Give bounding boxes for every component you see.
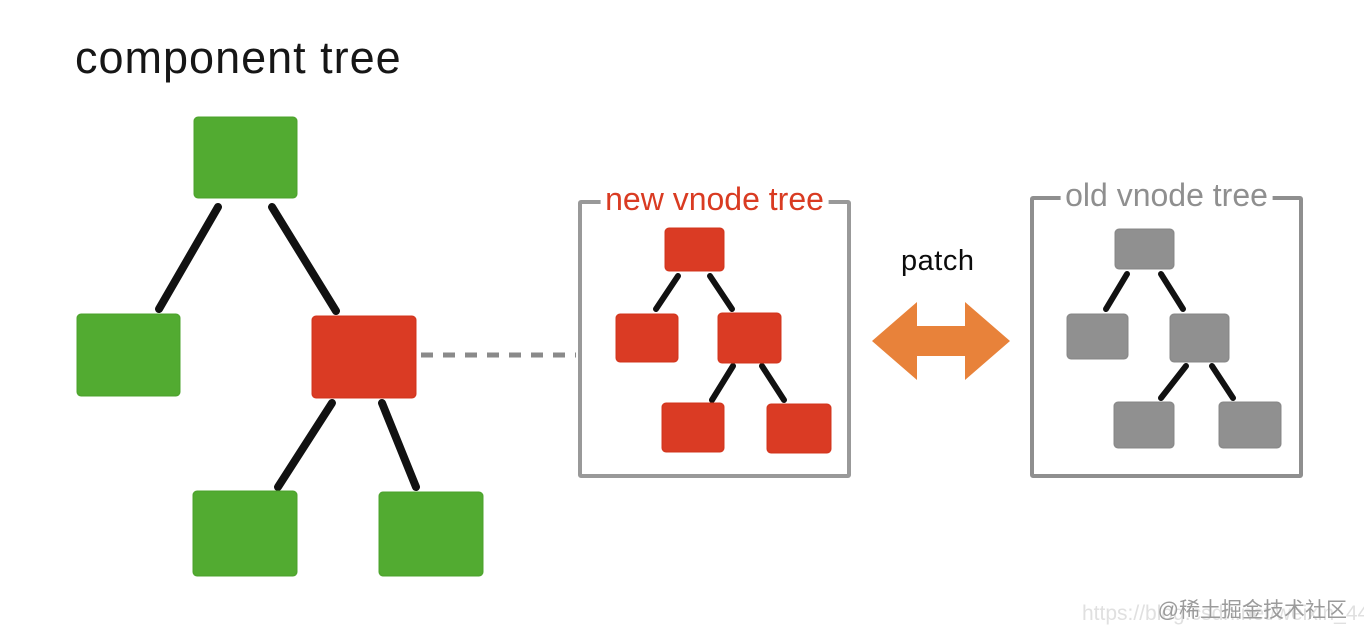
new-vnode-node-right-child (719, 314, 780, 362)
old-vnode-node-grandchild-left (1115, 403, 1173, 447)
edge-root-right (268, 203, 340, 315)
diagram-title: component tree (75, 32, 402, 83)
component-node-left-child (78, 315, 179, 395)
edge-root-left (155, 203, 222, 313)
patch-arrow-icon (872, 302, 1010, 380)
new-vnode-node-left-child (617, 315, 677, 361)
old-vnode-tree-title: old vnode tree (1060, 177, 1273, 214)
component-node-right-child-changed (313, 317, 415, 397)
old-vnode-node-root (1116, 230, 1173, 268)
watermark-community: @稀土掘金技术社区 (1157, 599, 1347, 622)
old-vnode-node-right-child (1171, 315, 1228, 361)
component-node-grandchild-left (194, 492, 296, 575)
patch-label: patch (901, 245, 975, 277)
new-vnode-node-grandchild-right (768, 405, 830, 452)
new-vnode-node-root (666, 229, 723, 270)
old-vnode-node-left-child (1068, 315, 1127, 358)
edge-right-grandright (378, 399, 420, 491)
new-vnode-tree-panel: new vnode tree (578, 181, 851, 478)
component-node-grandchild-right (380, 493, 482, 575)
old-vnode-node-grandchild-right (1220, 403, 1280, 447)
component-node-root (195, 118, 296, 197)
new-vnode-node-grandchild-left (663, 404, 723, 451)
watermark-url: https://blog.csdn.net/weixin_44871058 (1082, 602, 1364, 625)
old-vnode-tree-panel: old vnode tree (1030, 177, 1303, 478)
new-vnode-tree-title: new vnode tree (600, 181, 829, 218)
edge-right-grandleft (274, 399, 336, 491)
